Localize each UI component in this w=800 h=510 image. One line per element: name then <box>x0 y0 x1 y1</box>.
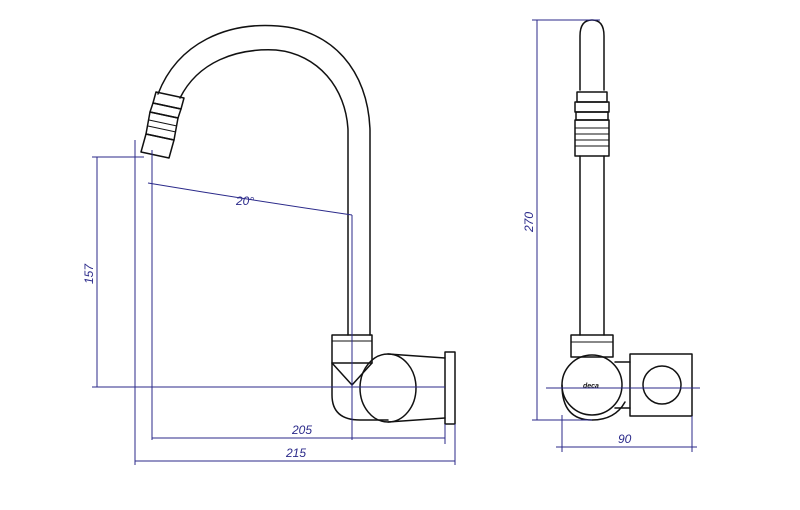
dimension-outlet-height: 157 <box>82 156 445 388</box>
dimension-outlet-height-label: 157 <box>82 263 96 284</box>
dimension-angle: 20° <box>147 150 353 440</box>
spout-inner-curve <box>179 49 349 336</box>
wall-flange <box>444 351 456 425</box>
front-handle-knob <box>642 365 682 405</box>
handle-disc <box>359 353 417 423</box>
front-base-collar <box>570 334 614 358</box>
dimension-reach-total-label: 215 <box>285 446 306 460</box>
front-aerator <box>574 91 610 157</box>
dimension-angle-label: 20° <box>235 194 254 208</box>
dimension-depth: 90 <box>556 415 697 452</box>
aerator <box>140 91 185 159</box>
brand-logo: deca <box>583 383 599 390</box>
front-handle <box>629 353 693 417</box>
dimension-total-height-label: 270 <box>522 212 536 233</box>
faucet-front-view: deca 270 90 <box>522 19 700 452</box>
faucet-side-view: 20° 157 205 215 <box>82 24 456 465</box>
dimension-total-height: 270 <box>522 19 600 421</box>
dimension-depth-label: 90 <box>618 432 632 446</box>
dimension-reach-inner: 205 <box>152 423 446 444</box>
dimension-reach-inner-label: 205 <box>291 423 312 437</box>
handle-and-flange <box>359 351 456 425</box>
dimension-reach-total: 215 <box>134 140 456 465</box>
base-elbow <box>331 334 389 421</box>
spout-outer-curve <box>157 24 371 336</box>
front-spout-tube <box>579 19 605 91</box>
